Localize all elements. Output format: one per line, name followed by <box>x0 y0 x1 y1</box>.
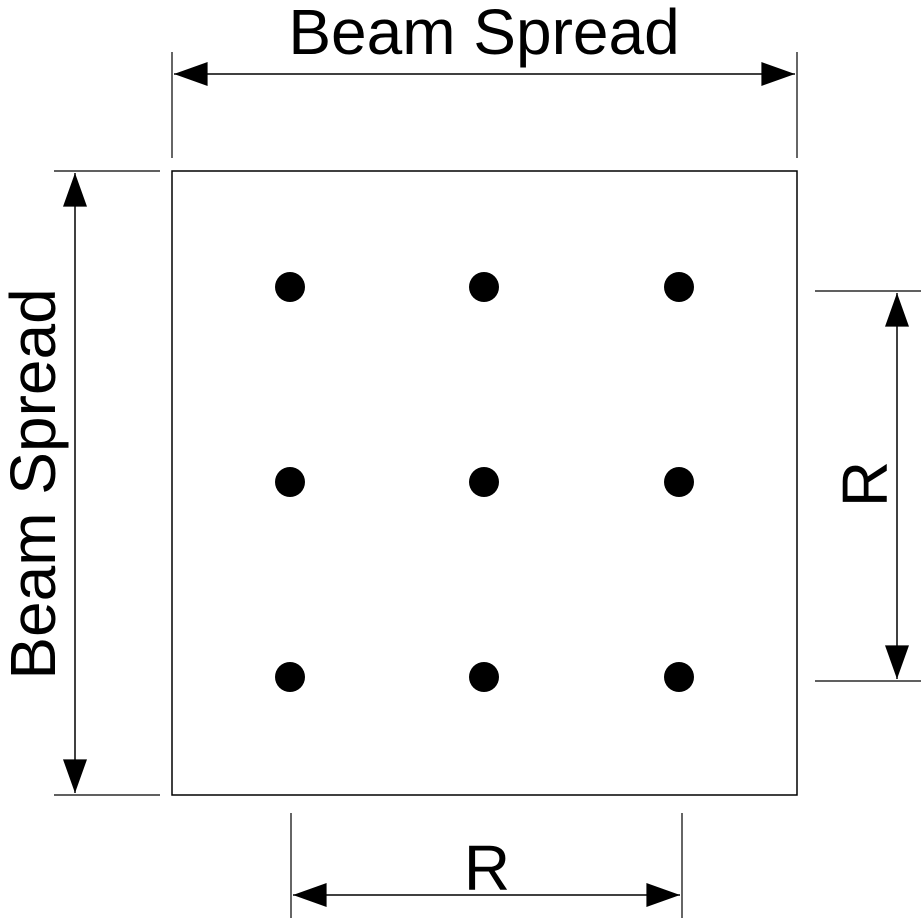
left-dimension-label: Beam Spread <box>0 288 69 679</box>
top-dimension-label: Beam Spread <box>288 0 679 68</box>
beam-point <box>275 467 305 497</box>
bottom-dimension-label: R <box>464 832 510 904</box>
beam-point <box>469 467 499 497</box>
beam-point <box>664 467 694 497</box>
beam-point <box>469 662 499 692</box>
beam-point <box>275 662 305 692</box>
beam-point-grid <box>275 272 694 692</box>
beam-point <box>664 662 694 692</box>
beam-area-square <box>171 170 798 796</box>
beam-point <box>664 272 694 302</box>
top-dimension: Beam Spread <box>171 0 798 158</box>
right-dimension: R <box>815 290 921 682</box>
beam-point <box>275 272 305 302</box>
bottom-dimension: R <box>290 813 683 918</box>
right-dimension-label: R <box>829 461 901 507</box>
left-dimension: Beam Spread <box>0 170 160 796</box>
beam-point <box>469 272 499 302</box>
